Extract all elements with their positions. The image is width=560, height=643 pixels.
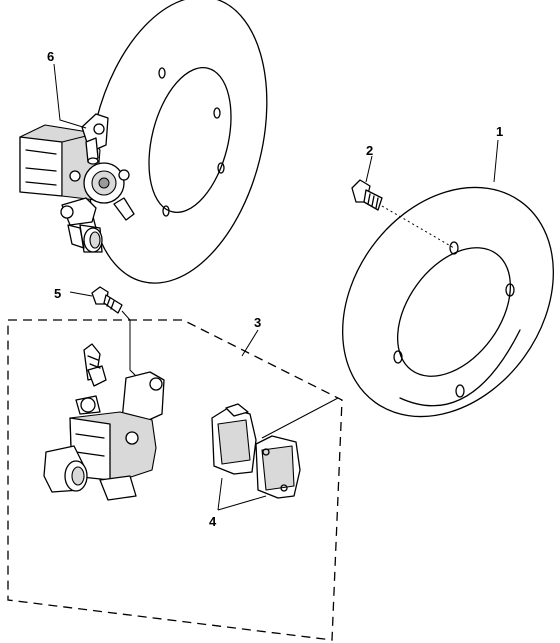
callout-6: 6 <box>47 49 54 64</box>
callout-5: 5 <box>54 286 61 301</box>
callout-4: 4 <box>209 514 217 529</box>
caliper-assembly-upper <box>19 113 135 253</box>
disc-bolt <box>351 179 455 249</box>
callout-1: 1 <box>496 124 503 139</box>
caliper-kit <box>43 343 165 501</box>
callout-2: 2 <box>366 143 373 158</box>
leader-lines <box>53 63 499 511</box>
callout-3: 3 <box>254 315 261 330</box>
brake-pads <box>211 397 339 499</box>
caliper-bolt <box>91 286 139 379</box>
caliper-kit-outline <box>7 319 343 641</box>
lower-brake-disc <box>342 186 554 418</box>
